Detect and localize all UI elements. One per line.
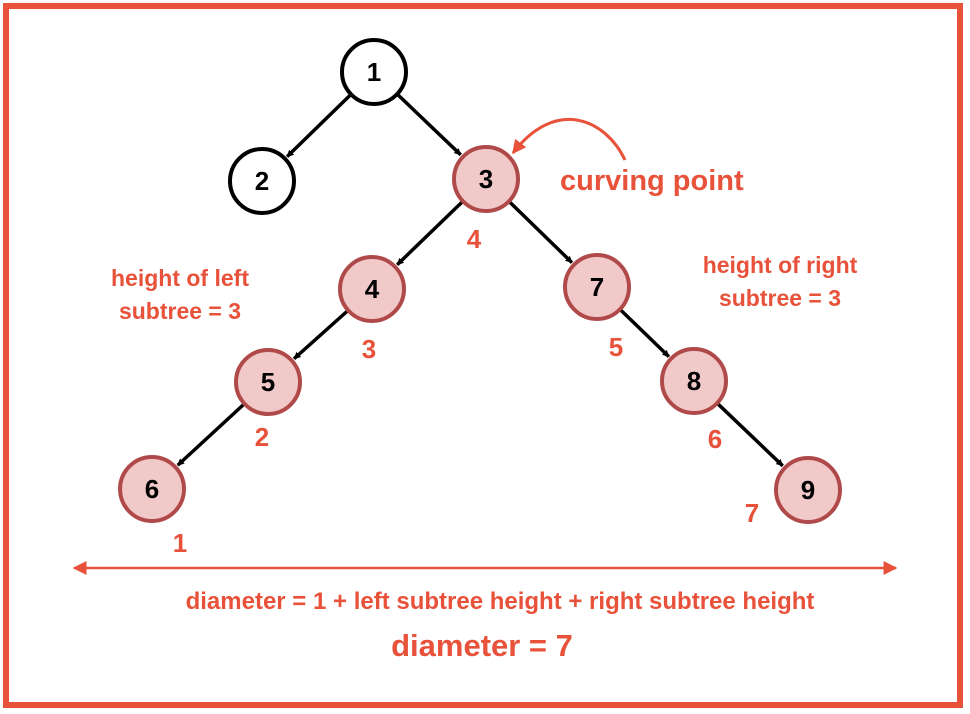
edge-1-to-3	[396, 93, 462, 157]
edge-8-to-9	[716, 402, 784, 468]
tree-edges	[176, 93, 784, 468]
node-label: 1	[367, 57, 381, 87]
node-circle	[234, 348, 302, 416]
tree-node-1: 1	[340, 38, 408, 106]
tree-node-6: 6	[118, 455, 186, 523]
tree-node-7: 7	[563, 253, 631, 321]
node-label: 7	[590, 272, 604, 302]
edge-4-to-5	[292, 309, 349, 360]
count-label-node-4: 3	[362, 334, 376, 364]
count-label-node-8: 6	[708, 424, 722, 454]
node-circle	[660, 347, 728, 415]
count-label-node-9: 7	[745, 498, 759, 528]
node-circle	[452, 145, 520, 213]
tree-node-2: 2	[228, 147, 296, 215]
diameter-formula: diameter = 1 + left subtree height + rig…	[186, 588, 815, 615]
edge-7-to-8	[619, 308, 671, 358]
tree-node-3: 3	[452, 145, 520, 213]
count-label-node-3: 4	[467, 224, 482, 254]
node-circle	[774, 456, 842, 524]
tree-node-9: 9	[774, 456, 842, 524]
node-label: 4	[365, 274, 380, 304]
count-label-node-6: 1	[173, 528, 187, 558]
node-circle	[118, 455, 186, 523]
node-label: 2	[255, 166, 269, 196]
tree-node-8: 8	[660, 347, 728, 415]
edge-3-to-7	[508, 200, 574, 264]
right-height-note-line2: subtree = 3	[719, 285, 841, 311]
edge-3-to-4	[395, 200, 464, 266]
diameter-result: diameter = 7	[391, 628, 573, 663]
edge-5-to-6	[176, 403, 245, 467]
node-label: 5	[261, 367, 275, 397]
right-height-note-line1: height of right	[703, 252, 858, 278]
node-label: 6	[145, 474, 159, 504]
left-height-note-line2: subtree = 3	[119, 298, 241, 324]
edge-1-to-2	[285, 93, 352, 158]
node-label: 9	[801, 475, 815, 505]
curving-point-label: curving point	[560, 165, 744, 197]
left-height-note-line1: height of left	[111, 265, 249, 291]
outer-frame	[3, 3, 963, 708]
count-label-node-5: 2	[255, 422, 269, 452]
node-label: 3	[479, 164, 493, 194]
node-label: 8	[687, 366, 701, 396]
count-label-node-7: 5	[609, 332, 623, 362]
tree-node-5: 5	[234, 348, 302, 416]
node-circle	[228, 147, 296, 215]
curving-point-arrow	[511, 117, 627, 161]
tree-node-4: 4	[338, 255, 406, 323]
node-circle	[340, 38, 408, 106]
node-circle	[563, 253, 631, 321]
node-circle	[338, 255, 406, 323]
